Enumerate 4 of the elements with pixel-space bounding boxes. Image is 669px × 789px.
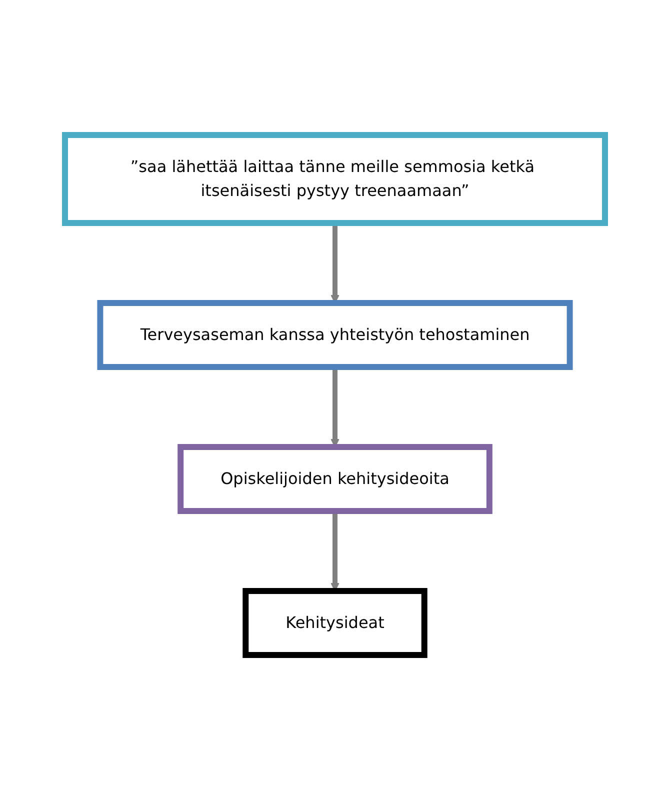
- node-box: ”saa lähettää laittaa tänne meille semmosia ketkä itsenäisesti pystyy treenaamaan”: [62, 132, 608, 226]
- node-box: Terveysaseman kanssa yhteistyön tehostaminen: [96, 300, 572, 370]
- node-box: Opiskelijoiden kehitysideoita: [177, 444, 492, 514]
- node-box: Kehitysideat: [242, 588, 427, 658]
